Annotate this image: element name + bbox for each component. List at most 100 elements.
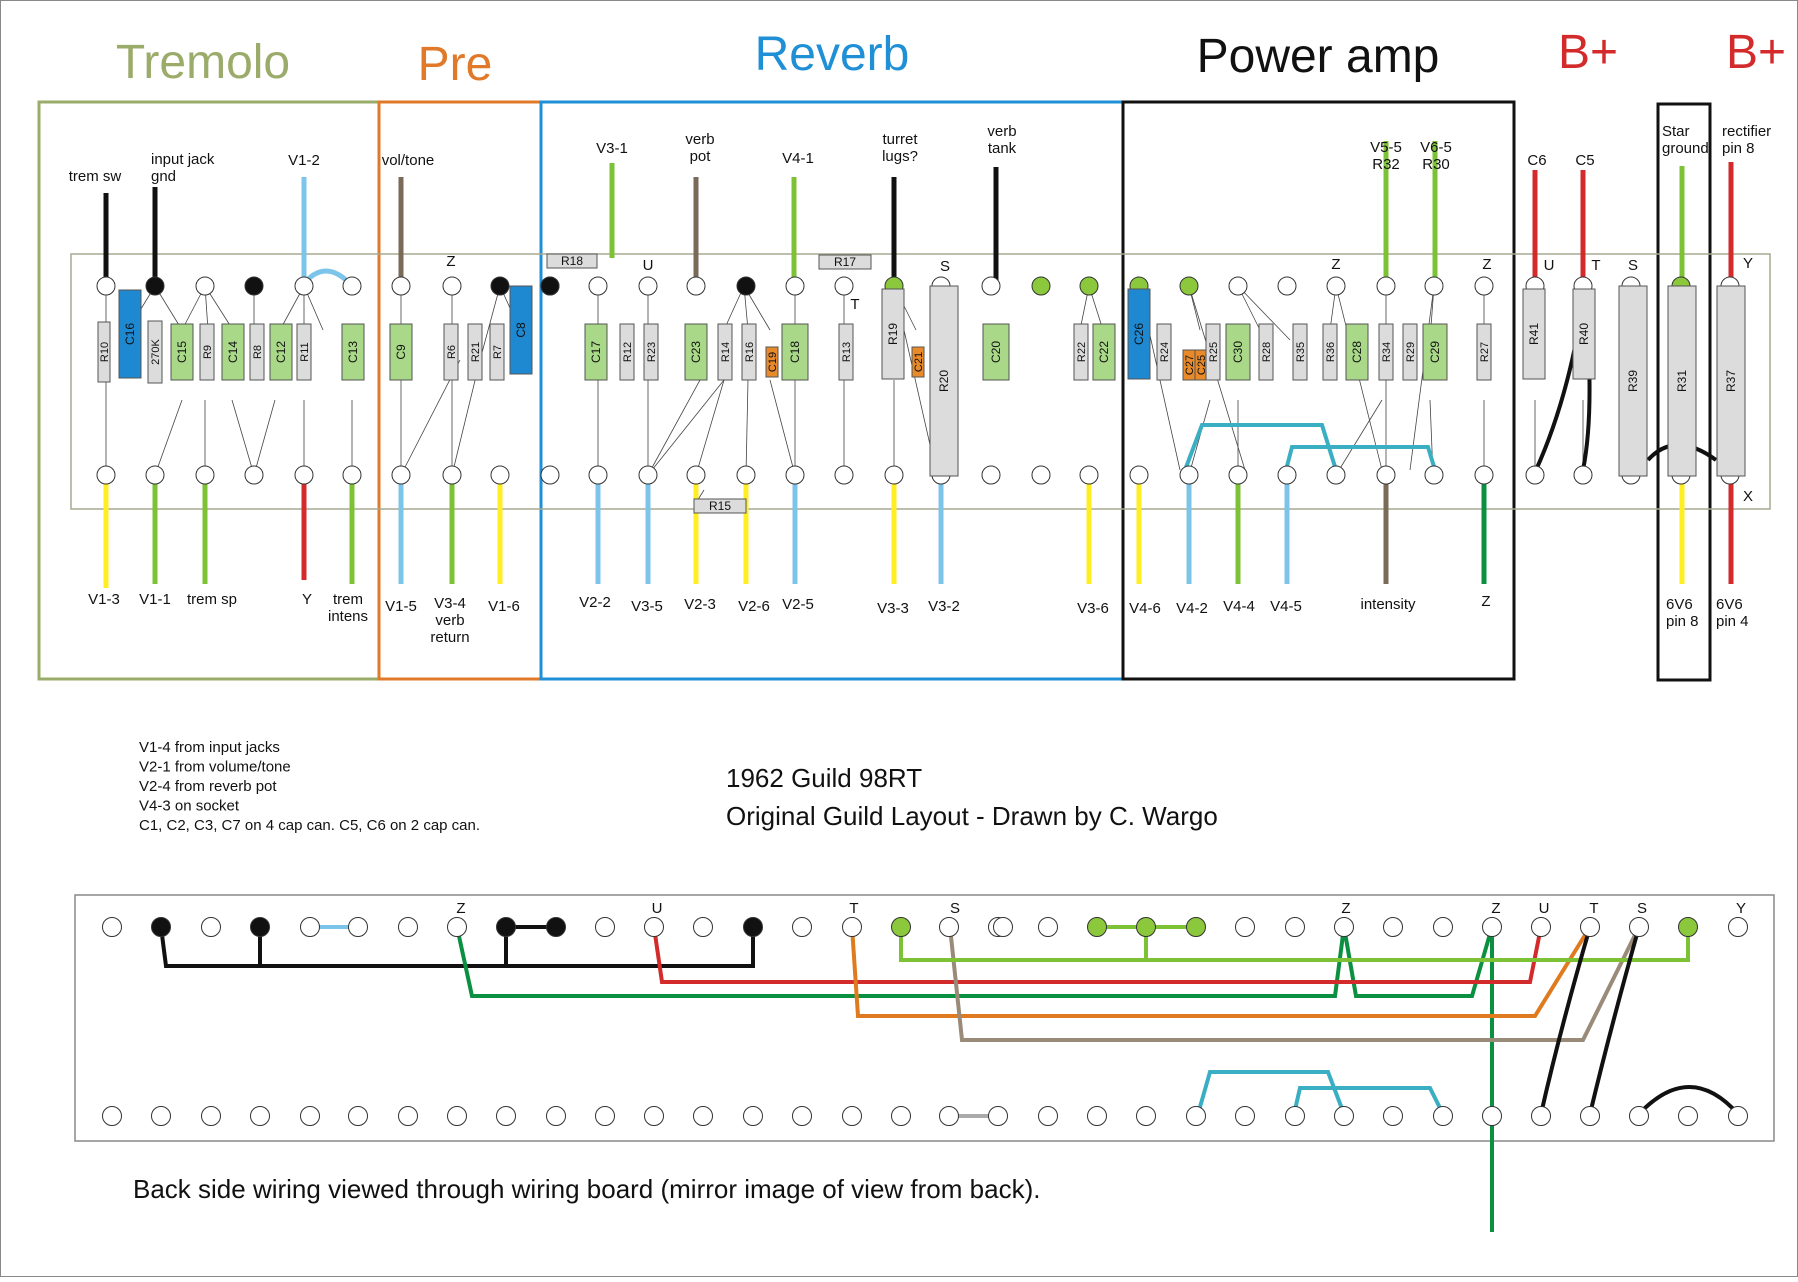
back-wire xyxy=(159,926,755,968)
eyelet-bottom xyxy=(1079,465,1099,485)
label-v2-6: V2-6 xyxy=(738,598,770,615)
drawing-subtitle: Original Guild Layout - Drawn by C. Warg… xyxy=(726,801,1218,831)
section-bplus2-title: B+ xyxy=(1726,26,1786,79)
eyelet-bottom xyxy=(1228,465,1248,485)
back-eyelet-bottom xyxy=(1136,1106,1156,1126)
component-body xyxy=(929,285,959,477)
component-c29: C29 xyxy=(1422,323,1448,381)
label-line: verb xyxy=(987,123,1016,140)
label-line: pot xyxy=(690,148,712,165)
back-eyelet-top xyxy=(348,917,368,937)
eyelet-top xyxy=(244,276,264,296)
component-lead xyxy=(479,285,501,361)
eyelet-bottom xyxy=(442,465,462,485)
component-body xyxy=(1402,323,1418,381)
section-star-ground-box xyxy=(1656,102,1712,682)
component-c28: C28 xyxy=(1345,323,1369,381)
section-reverb-title: Reverb xyxy=(755,28,910,81)
component-body xyxy=(509,285,533,375)
component-r13: R13 xyxy=(838,323,854,381)
component-body xyxy=(818,254,872,270)
component-c30: C30 xyxy=(1225,323,1251,381)
eyelet-top xyxy=(588,276,608,296)
back-letter-s1: S xyxy=(950,900,960,917)
label-line: V2-2 xyxy=(579,594,611,611)
component-label: C8 xyxy=(514,322,528,338)
back-eyelet-bottom xyxy=(398,1106,418,1126)
eyelet-top xyxy=(391,276,411,296)
back-eyelet-top xyxy=(1482,917,1502,937)
component-c18: C18 xyxy=(781,323,809,381)
eyelet-bottom xyxy=(1573,465,1593,485)
component-c9: C9 xyxy=(389,323,413,381)
eyelet-top xyxy=(294,276,314,296)
label-line: V1-2 xyxy=(288,152,320,169)
component-body xyxy=(1292,323,1308,381)
back-eyelet-top xyxy=(842,917,862,937)
eyelet-bottom xyxy=(1179,465,1199,485)
back-wire xyxy=(652,926,1543,984)
board-letter-u2: U xyxy=(1544,257,1555,274)
section-pre-title: Pre xyxy=(418,38,493,91)
component-c19: C19 xyxy=(765,346,779,378)
component-r14: R14 xyxy=(717,323,733,381)
back-eyelet-top xyxy=(300,917,320,937)
component-label: C15 xyxy=(175,341,189,363)
component-label: R28 xyxy=(1261,342,1273,362)
component-body xyxy=(1322,323,1338,381)
label-line: V4-2 xyxy=(1176,600,1208,617)
back-eyelet-top xyxy=(1235,917,1255,937)
back-wire xyxy=(948,926,1641,1042)
component-label: R6 xyxy=(446,345,458,359)
component-lead xyxy=(745,379,749,476)
board-letter-z1: Z xyxy=(446,253,455,270)
label-line: R32 xyxy=(1372,156,1400,173)
eyelet-top xyxy=(1376,276,1396,296)
eyelet-bottom xyxy=(391,465,411,485)
component-body xyxy=(1156,323,1172,381)
back-side-caption: Back side wiring viewed through wiring b… xyxy=(133,1174,1040,1204)
component-lead xyxy=(647,379,725,476)
component-body xyxy=(1618,285,1648,477)
component-label: R17 xyxy=(834,255,856,269)
component-c17: C17 xyxy=(584,323,608,381)
component-body xyxy=(881,288,905,380)
label-line: V1-6 xyxy=(488,598,520,615)
component-label: R8 xyxy=(252,345,264,359)
component-r22: R22 xyxy=(1073,323,1089,381)
eyelet-bottom xyxy=(1525,465,1545,485)
component-c12: C12 xyxy=(269,323,293,381)
component-body xyxy=(170,323,194,381)
back-eyelet-top xyxy=(151,917,171,937)
back-eyelet-top xyxy=(1136,917,1156,937)
component-body xyxy=(1127,288,1151,380)
teal-jumper xyxy=(1284,445,1437,471)
back-eyelet-top xyxy=(546,917,566,937)
label-line: trem sw xyxy=(69,168,122,185)
label-line: gnd xyxy=(151,168,176,185)
component-label: C25 xyxy=(1196,355,1208,375)
component-lead xyxy=(231,399,255,476)
top-board-eyelets xyxy=(96,276,1740,485)
component-r27: R27 xyxy=(1476,323,1492,381)
label-line: Star xyxy=(1662,123,1690,140)
component-label: C29 xyxy=(1428,341,1442,363)
label-line: Z xyxy=(1481,593,1490,610)
eyelet-top xyxy=(145,276,165,296)
section-tremolo-title: Tremolo xyxy=(116,36,290,89)
eyelet-bottom xyxy=(588,465,608,485)
eyelet-top xyxy=(1277,276,1297,296)
label-line: V1-5 xyxy=(385,598,417,615)
board-letter-s2: S xyxy=(1628,257,1638,274)
component-label: R15 xyxy=(709,499,731,513)
back-eyelet-top xyxy=(496,917,516,937)
label-line: C5 xyxy=(1575,152,1594,169)
label-line: V4-1 xyxy=(782,150,814,167)
component-c20: C20 xyxy=(982,323,1010,381)
component-r31: R31 xyxy=(1667,285,1697,477)
component-label: R9 xyxy=(202,345,214,359)
